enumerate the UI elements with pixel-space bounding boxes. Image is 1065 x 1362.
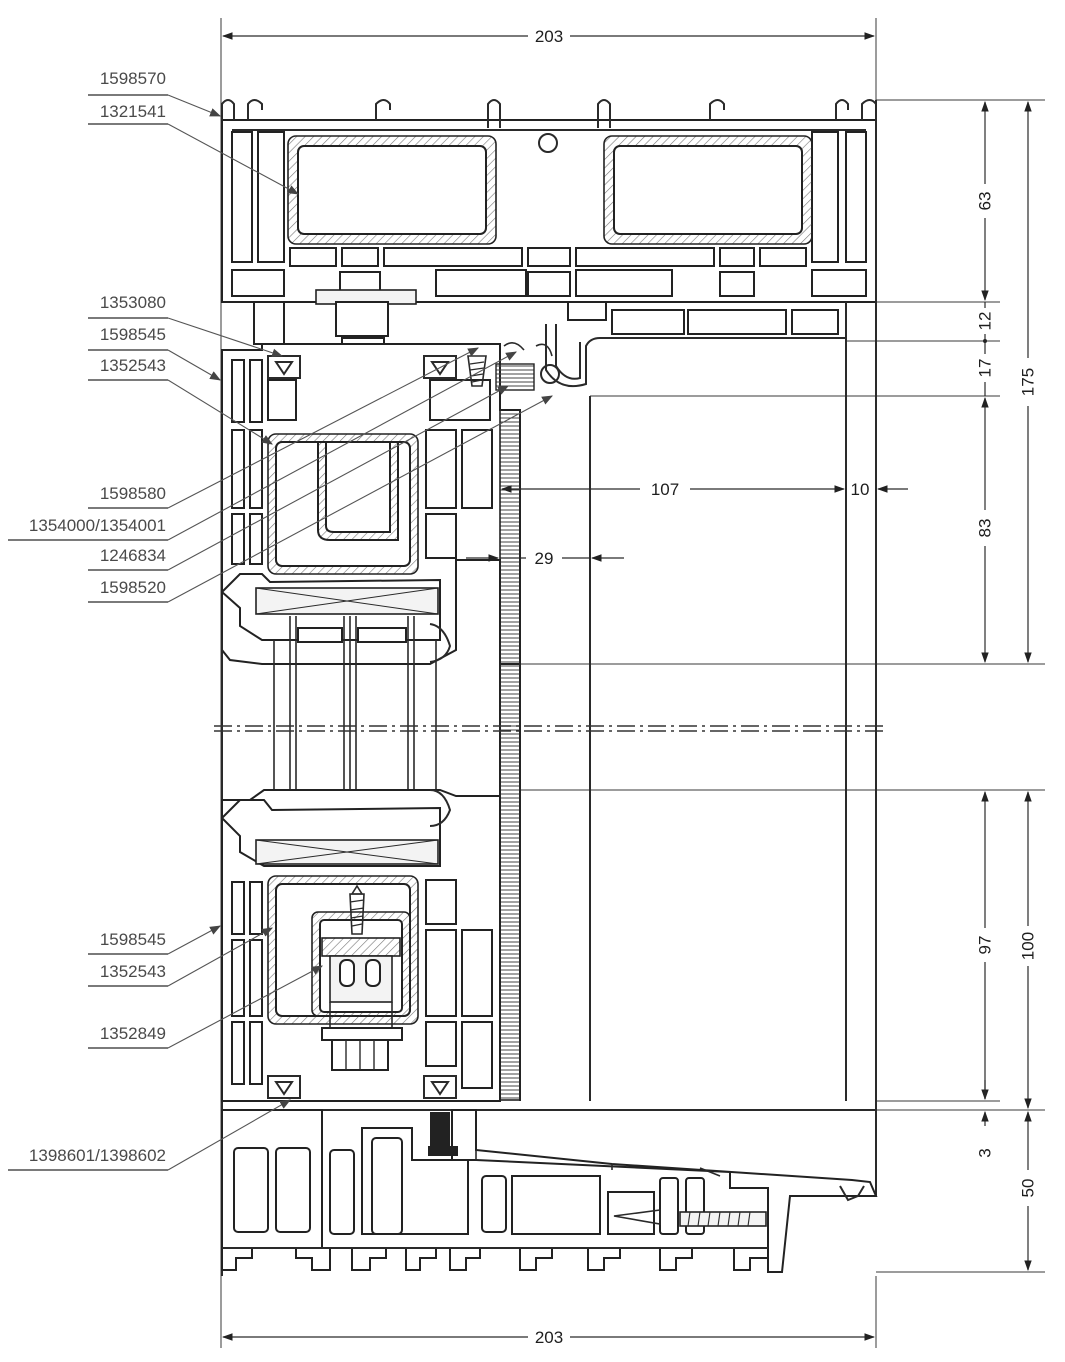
dim-100: 100 xyxy=(1019,932,1038,960)
dim-63: 63 xyxy=(976,192,995,211)
dim-3: 3 xyxy=(976,1148,995,1157)
part-label-1598545-bottom: 1598545 xyxy=(100,930,166,949)
part-label-1598545-top: 1598545 xyxy=(100,325,166,344)
dim-107: 107 xyxy=(651,480,679,499)
dimension-lines xyxy=(221,32,1032,1341)
top-frame-profile xyxy=(221,99,877,303)
part-label-1598520: 1598520 xyxy=(100,578,166,597)
part-labels: 1598570 1321541 1353080 1598545 1352543 … xyxy=(29,69,166,1165)
dim-83: 83 xyxy=(976,519,995,538)
part-label-1352849: 1352849 xyxy=(100,1024,166,1043)
part-label-1352543-top: 1352543 xyxy=(100,356,166,375)
part-label-1354000-1354001: 1354000/1354001 xyxy=(29,516,166,535)
dim-12: 12 xyxy=(976,312,995,331)
dimension-labels: 203 203 63 12 17 175 83 107 10 29 97 100… xyxy=(535,27,1038,1347)
part-label-1598570: 1598570 xyxy=(100,69,166,88)
dim-width-top: 203 xyxy=(535,27,563,46)
dim-17: 17 xyxy=(976,359,995,378)
dim-97: 97 xyxy=(976,936,995,955)
part-label-1598580: 1598580 xyxy=(100,484,166,503)
leader-lines xyxy=(167,94,553,1171)
part-label-1353080: 1353080 xyxy=(100,293,166,312)
break-line xyxy=(214,725,884,732)
part-label-1398601-1398602: 1398601/1398602 xyxy=(29,1146,166,1165)
sash-lower xyxy=(220,789,501,1102)
dim-175: 175 xyxy=(1019,368,1038,396)
sash-upper xyxy=(220,342,553,665)
dim-50: 50 xyxy=(1019,1179,1038,1198)
part-label-1352543-bottom: 1352543 xyxy=(100,962,166,981)
threshold-profile xyxy=(221,100,878,1273)
brush-strip xyxy=(499,409,521,1101)
dim-10: 10 xyxy=(851,480,870,499)
part-label-1321541: 1321541 xyxy=(100,102,166,121)
label-underlines xyxy=(8,94,168,1171)
part-label-1246834: 1246834 xyxy=(100,546,166,565)
dim-width-bottom: 203 xyxy=(535,1328,563,1347)
dim-29: 29 xyxy=(535,549,554,568)
